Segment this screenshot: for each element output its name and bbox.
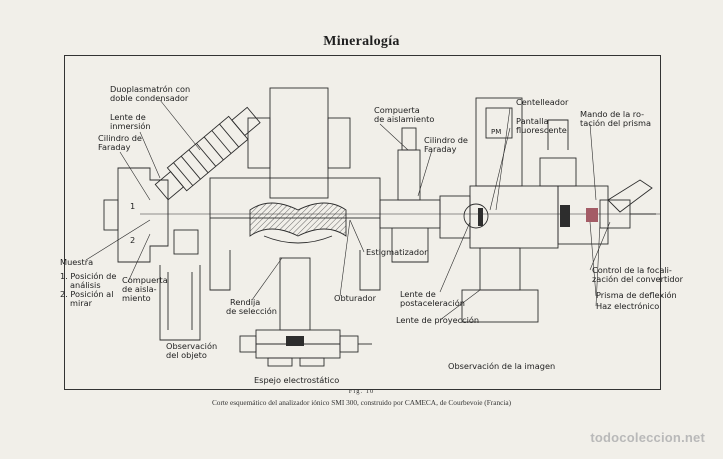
magnet-pole-pieces <box>249 202 347 244</box>
photomultiplier-label: PM <box>491 128 502 136</box>
label-sample: Muestra <box>60 257 94 267</box>
position-2-marker: 2 <box>130 235 136 245</box>
source-housing <box>103 167 201 341</box>
figure-caption: Corte esquemático del analizador iónico … <box>211 398 512 407</box>
label-focus-control: Control de la focali-zación del converti… <box>592 265 684 284</box>
label-scintillator: Centelleador <box>516 97 569 107</box>
duoplasmatron <box>154 106 261 201</box>
label-image-observation: Observación de la imagen <box>448 361 556 371</box>
label-electron-beam: Haz electrónico <box>596 301 660 311</box>
magnet-column <box>209 87 381 291</box>
deflection-prism <box>586 208 598 222</box>
label-projection-lens: Lente de proyección <box>396 315 480 325</box>
label-electrostatic-mirror: Espejo electrostático <box>254 375 340 385</box>
label-shutter: Obturador <box>334 293 376 303</box>
figure-number: Fig. 10 <box>348 388 375 395</box>
label-stigmator: Estigmatizador <box>366 247 428 257</box>
leader-lines <box>85 99 611 321</box>
watermark-text: todocoleccion.net <box>590 430 705 445</box>
label-prism-rotation-control: Mando de la ro-tación del prisma <box>580 109 652 128</box>
label-deflection-prism: Prisma de deflexión <box>596 290 677 300</box>
position-1-marker: 1 <box>130 201 136 211</box>
diagram-frame <box>64 55 661 390</box>
dark-components <box>286 205 570 346</box>
page-title: Mineralogía <box>323 34 400 49</box>
